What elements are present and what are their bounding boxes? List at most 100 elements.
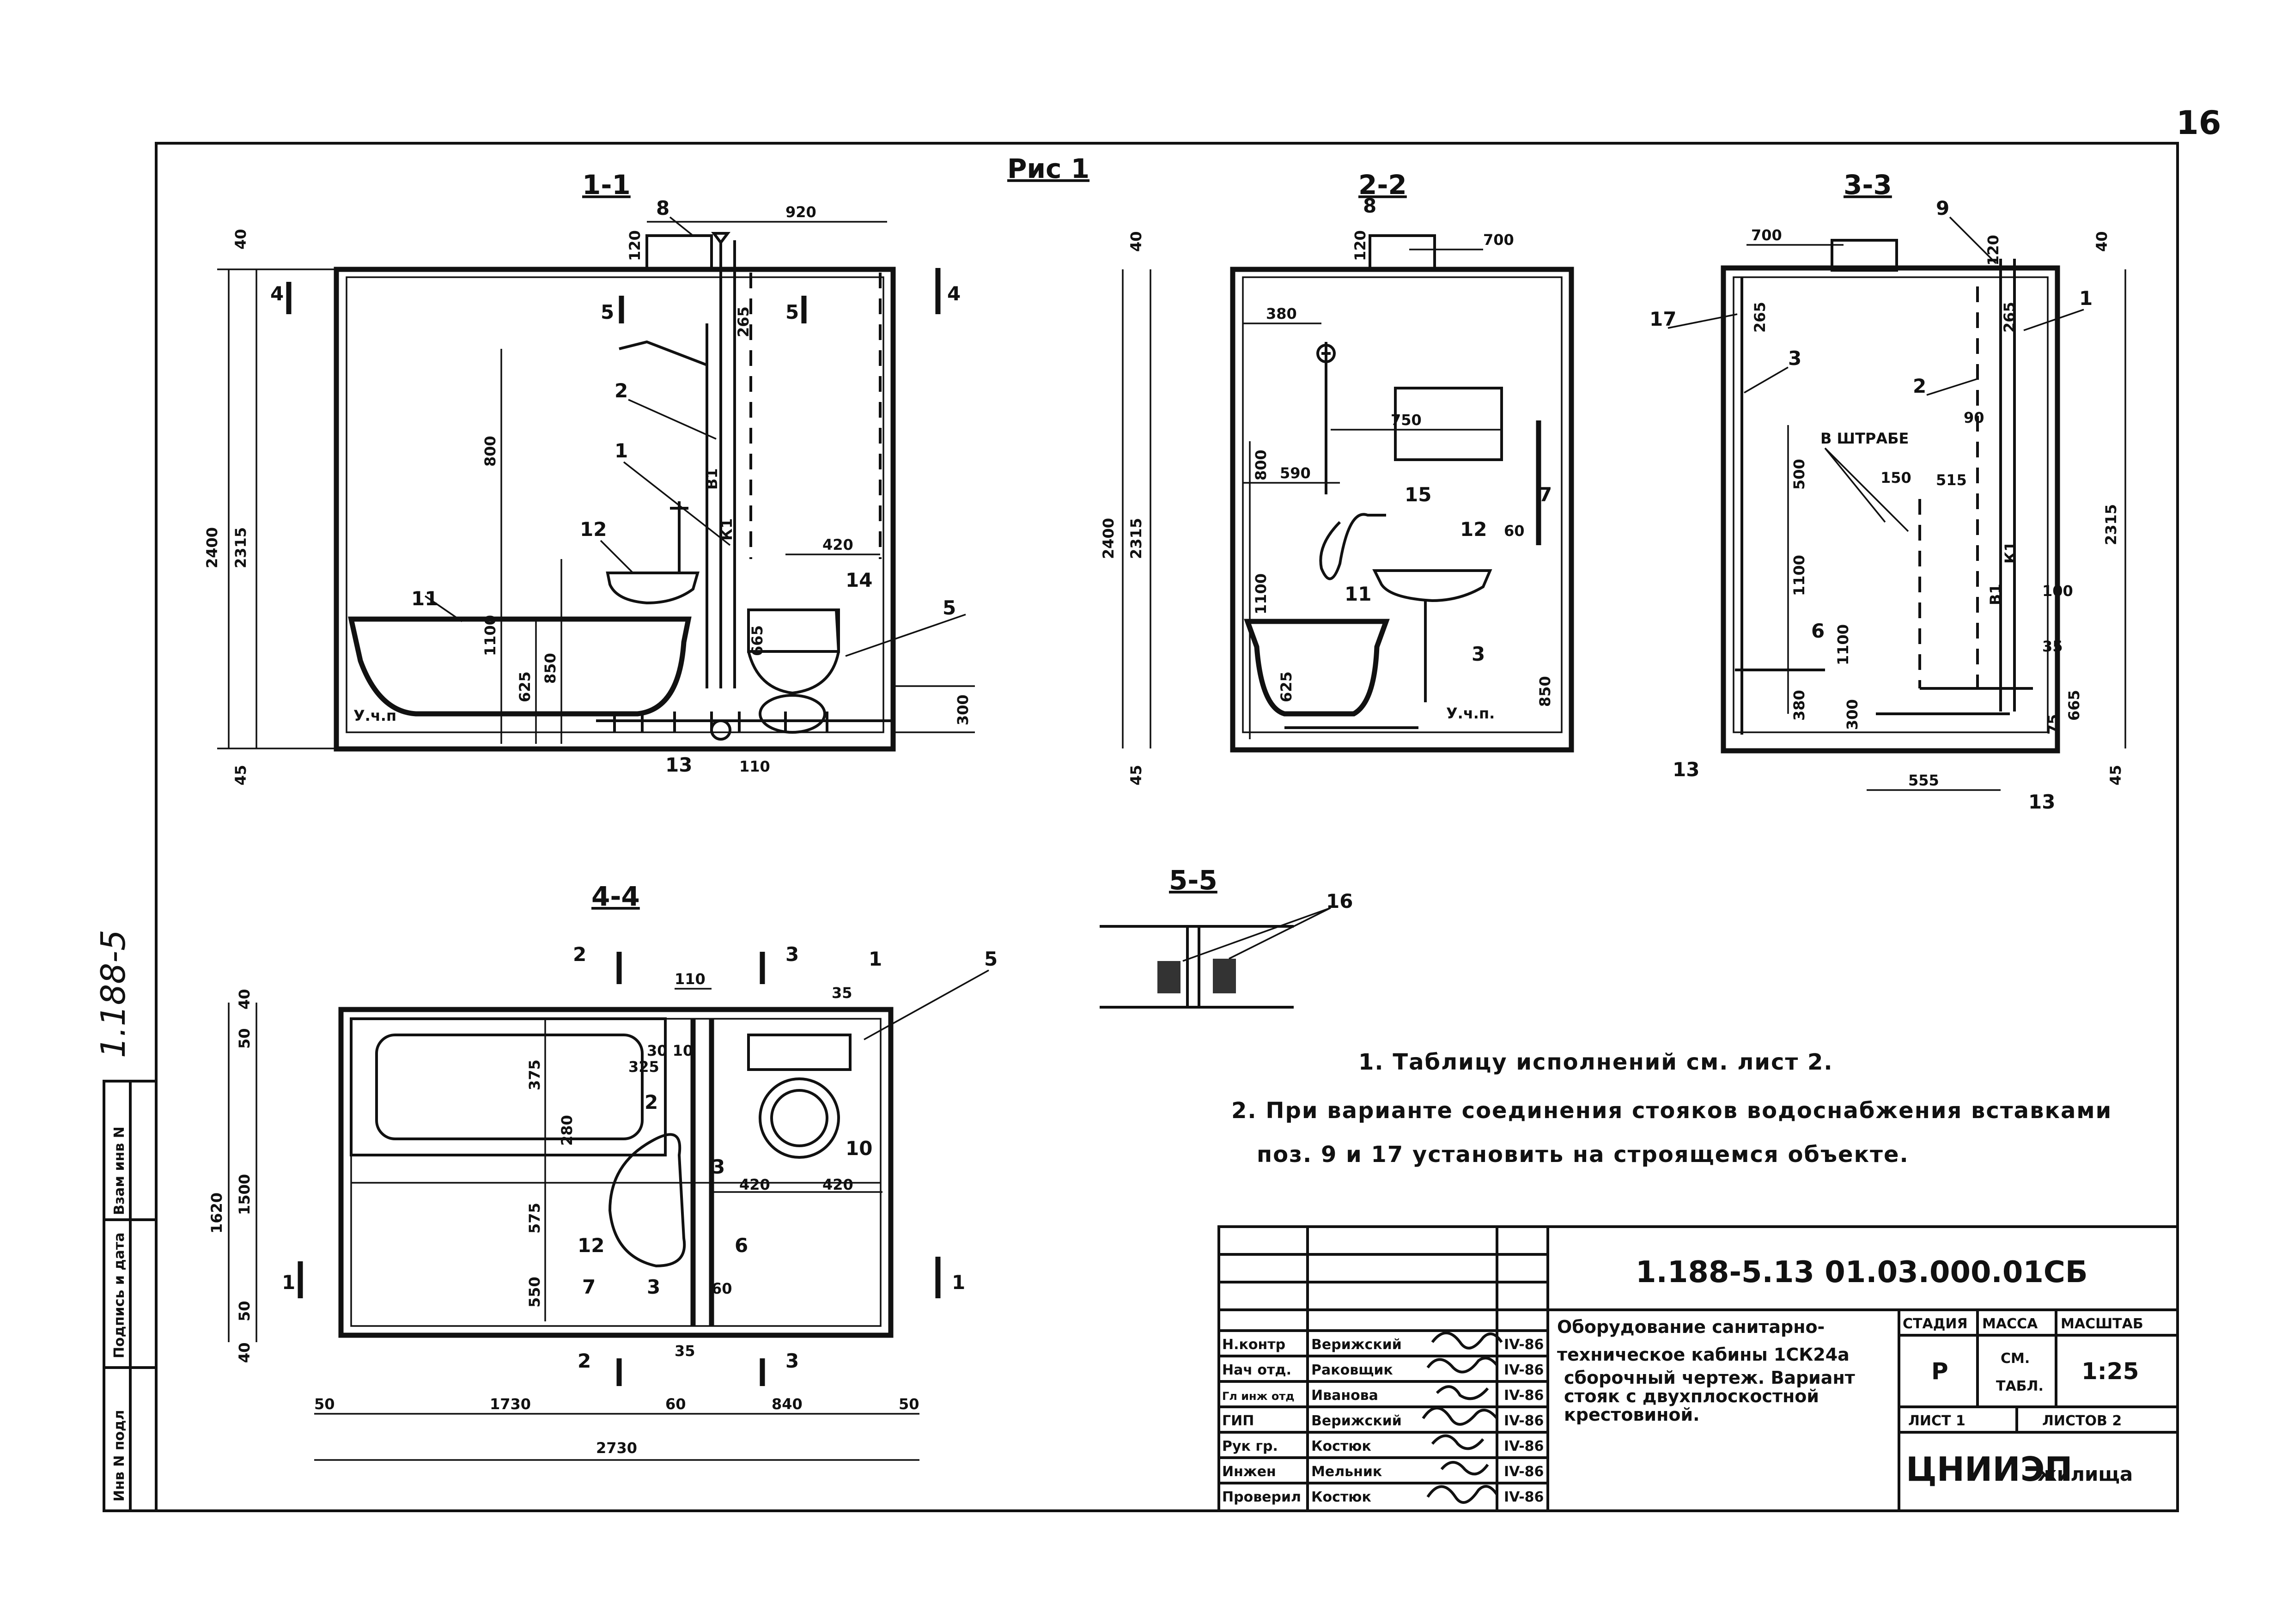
dim-380-b: 380 xyxy=(1790,690,1808,721)
dim-625-b: 625 xyxy=(1278,671,1295,702)
sig-date-5: IV-86 xyxy=(1504,1464,1544,1480)
sig-role-4: Рук гр. xyxy=(1222,1438,1278,1454)
cut-3-top: 3 xyxy=(785,943,799,966)
callout-2-c: 2 xyxy=(1913,375,1926,397)
cut-4-right: 4 xyxy=(947,282,961,305)
dim-1100-b: 1100 xyxy=(1252,573,1270,614)
dim-700-a: 700 xyxy=(1483,231,1514,249)
label-shtraba: В ШТРАБЕ xyxy=(1820,430,1909,447)
dim-575: 575 xyxy=(526,1203,543,1234)
bathtub-2-2 xyxy=(1244,619,1390,717)
callout-16: 16 xyxy=(1326,890,1353,912)
dim-1730: 1730 xyxy=(490,1395,531,1413)
dim-40-a: 40 xyxy=(232,229,249,249)
dim-2400-b: 2400 xyxy=(1100,518,1117,559)
dim-280: 280 xyxy=(558,1115,576,1146)
section-4-4: 4-4 1620 1500 40 50 50 40 375 280 575 55… xyxy=(208,881,998,1461)
desc-line-5: крестовиной. xyxy=(1564,1405,1700,1425)
value-mass-1: СМ. xyxy=(2001,1350,2030,1367)
dim-110-a: 110 xyxy=(739,758,770,775)
dim-300-a: 300 xyxy=(954,694,972,725)
note-2: 2. При варианте соединения стояков водос… xyxy=(1231,1098,2112,1124)
note-3: поз. 9 и 17 установить на строящемся объ… xyxy=(1257,1142,1909,1168)
signature-rows: Н.контр Верижский IV-86 Нач отд. Раковщи… xyxy=(1222,1337,1544,1505)
section-5-5-title: 5-5 xyxy=(1169,864,1217,896)
callout-13-a: 13 xyxy=(665,754,692,776)
label-k1-c: К1 xyxy=(2002,541,2019,564)
dim-265-c: 265 xyxy=(2001,302,2018,333)
callout-12-d: 12 xyxy=(578,1234,604,1257)
callout-2-a: 2 xyxy=(615,379,628,402)
sheets-total: ЛИСТОВ 2 xyxy=(2042,1413,2122,1429)
dim-2400-a: 2400 xyxy=(203,527,221,568)
callout-3-c: 3 xyxy=(1788,347,1801,370)
figure-title: Рис 1 xyxy=(1007,153,1089,184)
notes: 1. Таблицу исполнений см. лист 2. 2. При… xyxy=(1231,1049,2112,1168)
washbasin-4-4 xyxy=(608,1133,686,1268)
callout-5-d: 5 xyxy=(984,948,998,970)
callout-7-a: 7 xyxy=(1539,483,1552,506)
dim-850-a: 850 xyxy=(542,653,559,684)
side-strip-vzam: Взам инв N xyxy=(111,1126,128,1215)
cut-5-right: 5 xyxy=(785,301,799,323)
dim-500: 500 xyxy=(1790,459,1808,490)
cut-2-top: 2 xyxy=(573,943,586,966)
dim-920: 920 xyxy=(785,203,816,221)
dim-50-d: 50 xyxy=(899,1395,919,1413)
desc-line-4: стояк с двухплоскостной xyxy=(1564,1386,1819,1406)
dim-700-b: 700 xyxy=(1751,226,1782,244)
sig-name-5: Мельник xyxy=(1311,1464,1382,1480)
dim-60-c: 60 xyxy=(665,1395,686,1413)
dim-35-a: 35 xyxy=(2042,638,2063,655)
dim-550: 550 xyxy=(526,1277,543,1308)
dim-45-c: 45 xyxy=(2107,765,2124,785)
grille-right xyxy=(1213,959,1236,993)
sig-date-6: IV-86 xyxy=(1504,1489,1544,1505)
note-1: 1. Таблицу исполнений см. лист 2. xyxy=(1358,1049,1833,1075)
callout-6-d: 6 xyxy=(735,1234,748,1257)
callout-8-a: 8 xyxy=(656,197,669,219)
callout-1-d: 1 xyxy=(869,948,882,970)
dim-2730: 2730 xyxy=(596,1439,637,1457)
section-4-4-title: 4-4 xyxy=(591,881,640,912)
dim-35-c: 35 xyxy=(675,1342,695,1360)
callout-5: 5 xyxy=(943,596,956,619)
callout-10: 10 xyxy=(846,1137,872,1160)
title-block: 1.188-5.13 01.03.000.01СБ Оборудование с… xyxy=(1217,1225,2179,1512)
washbasin-2-2 xyxy=(1372,569,1492,602)
sig-date-1: IV-86 xyxy=(1504,1362,1544,1378)
cut-3-bottom: 3 xyxy=(785,1350,799,1372)
dim-1500: 1500 xyxy=(236,1174,253,1215)
dim-2315-a: 2315 xyxy=(232,527,249,568)
section-3-3-title: 3-3 xyxy=(1844,169,1892,201)
callout-7-d: 7 xyxy=(582,1276,596,1298)
section-3-3-room xyxy=(1721,265,2060,754)
cut-4-left: 4 xyxy=(270,282,284,305)
value-mass-2: ТАБЛ. xyxy=(1996,1378,2044,1394)
section-3-3: 3-3 700 265 265 120 40 2315 90 500 1100 … xyxy=(1649,169,2126,813)
dim-265-a: 265 xyxy=(735,306,752,337)
sig-role-0: Н.контр xyxy=(1222,1337,1285,1353)
dim-420-b: 420 xyxy=(739,1176,770,1193)
dim-625-a: 625 xyxy=(516,671,534,702)
label-b1-a: В1 xyxy=(703,468,721,490)
callout-12-b: 12 xyxy=(1460,518,1487,541)
head-stage: СТАДИЯ xyxy=(1903,1316,1968,1332)
dim-40-d: 40 xyxy=(236,989,253,1010)
side-strip-inv: Инв N подл xyxy=(111,1410,128,1502)
section-4-4-room xyxy=(338,1007,894,1338)
sig-role-5: Инжен xyxy=(1222,1464,1276,1480)
dim-40-c: 40 xyxy=(2093,231,2111,252)
callout-6-c: 6 xyxy=(1811,620,1825,642)
dim-515: 515 xyxy=(1936,471,1967,489)
dim-75: 75 xyxy=(2045,714,2062,735)
side-strip: Инв N подл Подпись и дата Взам инв N xyxy=(103,1080,158,1512)
callout-11-b: 11 xyxy=(1345,583,1371,605)
dim-555: 555 xyxy=(1908,772,1939,789)
dim-1100-a: 1100 xyxy=(481,615,499,656)
dim-3010: 30 10 xyxy=(647,1042,693,1059)
section-2-2: 2-2 2400 2315 40 45 380 750 590 700 120 xyxy=(1100,169,1574,785)
dim-850-b: 850 xyxy=(1536,676,1554,707)
head-mass: МАССА xyxy=(1982,1316,2038,1332)
callout-2-d: 2 xyxy=(645,1091,658,1113)
